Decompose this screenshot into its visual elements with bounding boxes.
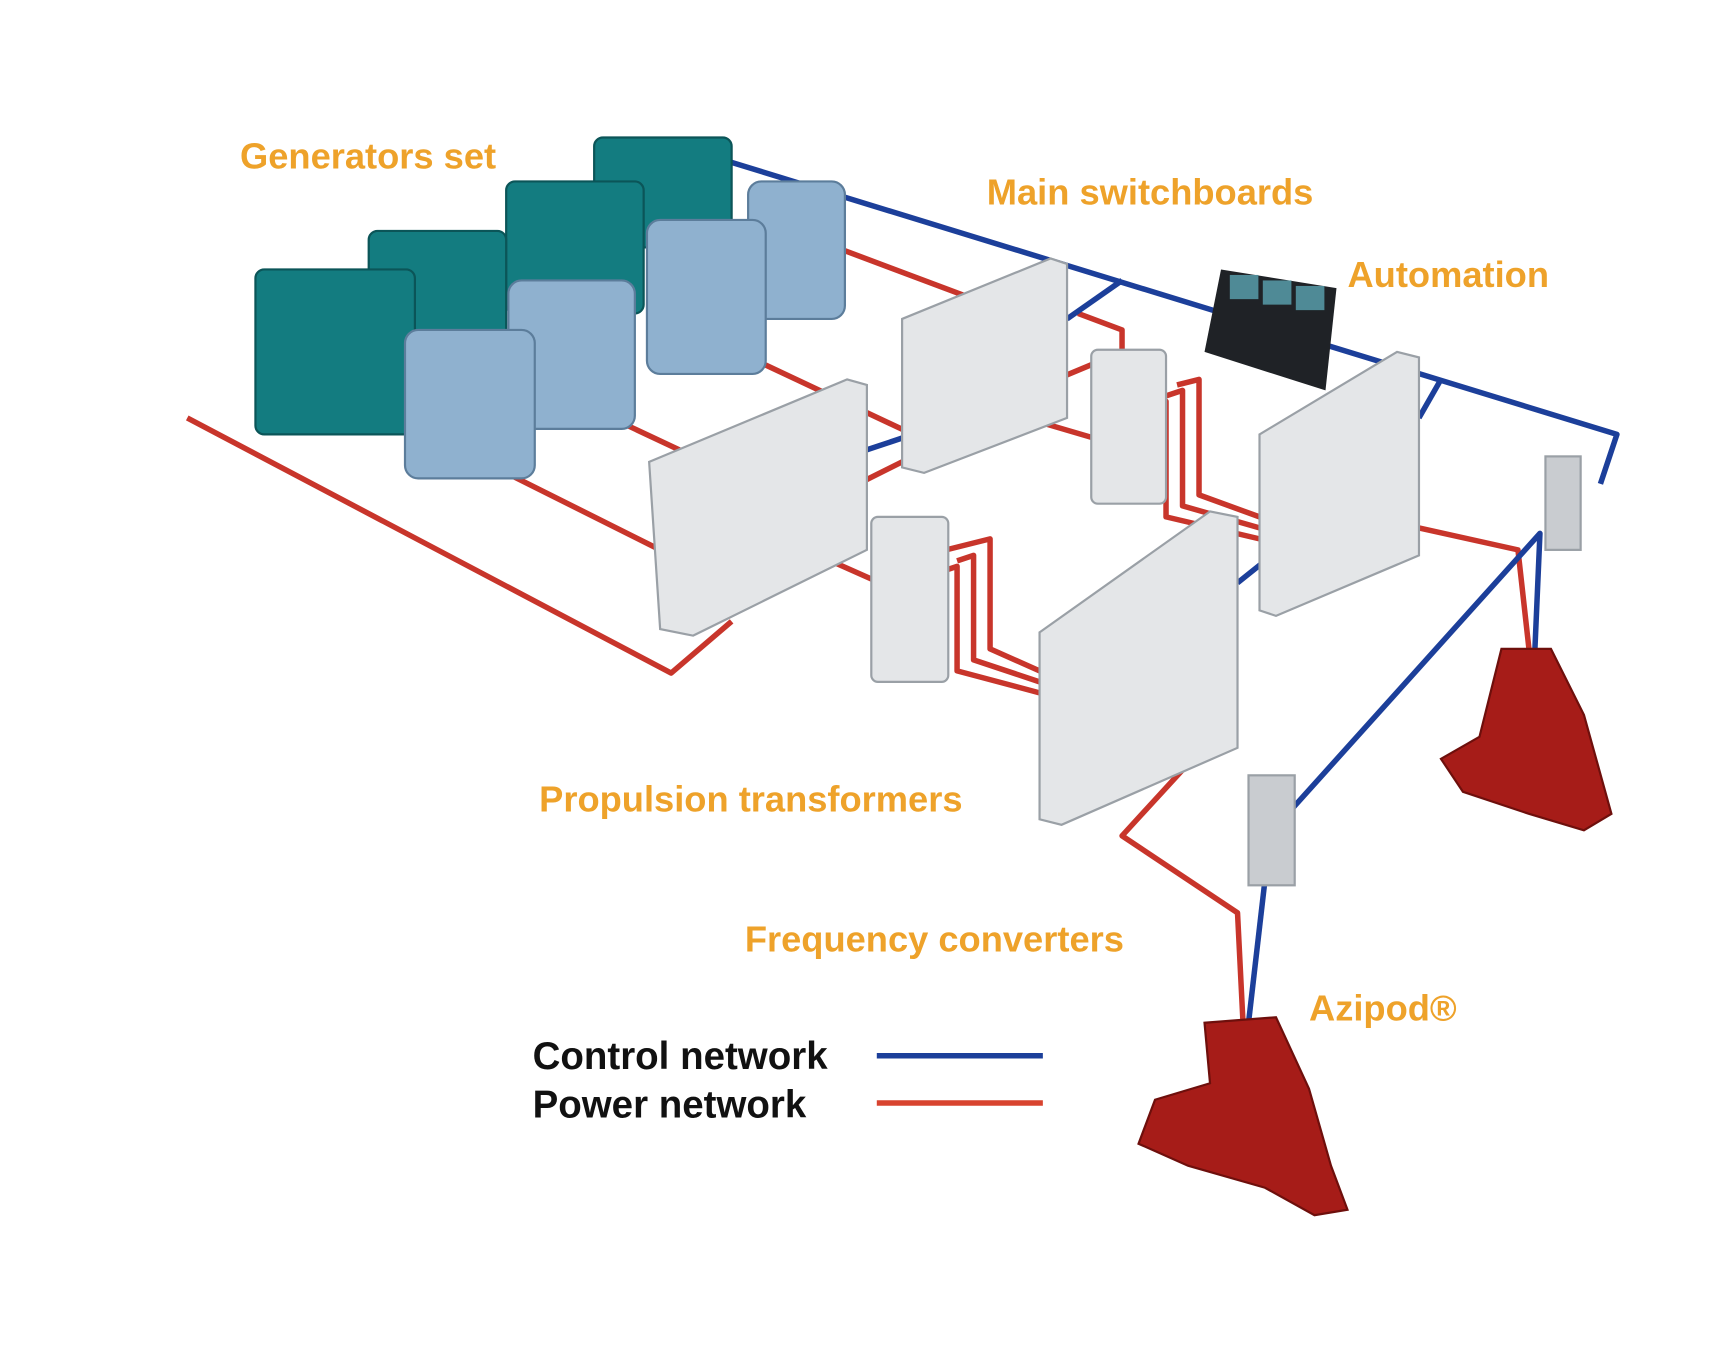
label-azipod: Azipod®	[1309, 988, 1457, 1029]
label-automation: Automation	[1347, 254, 1549, 295]
control-network-lines	[703, 151, 1620, 1024]
frequency-converters	[1038, 350, 1582, 887]
azipod-units	[1137, 647, 1613, 1217]
automation-console	[1204, 269, 1337, 391]
label-propulsion-transformers: Propulsion transformers	[539, 779, 962, 820]
generator-sets	[254, 136, 847, 480]
legend: Control network Power network	[533, 1035, 1043, 1126]
label-generators-set: Generators set	[240, 135, 496, 176]
label-main-switchboards: Main switchboards	[987, 172, 1314, 213]
legend-control-network: Control network	[533, 1035, 829, 1078]
legend-power-network: Power network	[533, 1083, 807, 1126]
propulsion-transformers	[870, 348, 1168, 683]
main-switchboards	[647, 257, 1069, 637]
label-frequency-converters: Frequency converters	[745, 918, 1124, 959]
